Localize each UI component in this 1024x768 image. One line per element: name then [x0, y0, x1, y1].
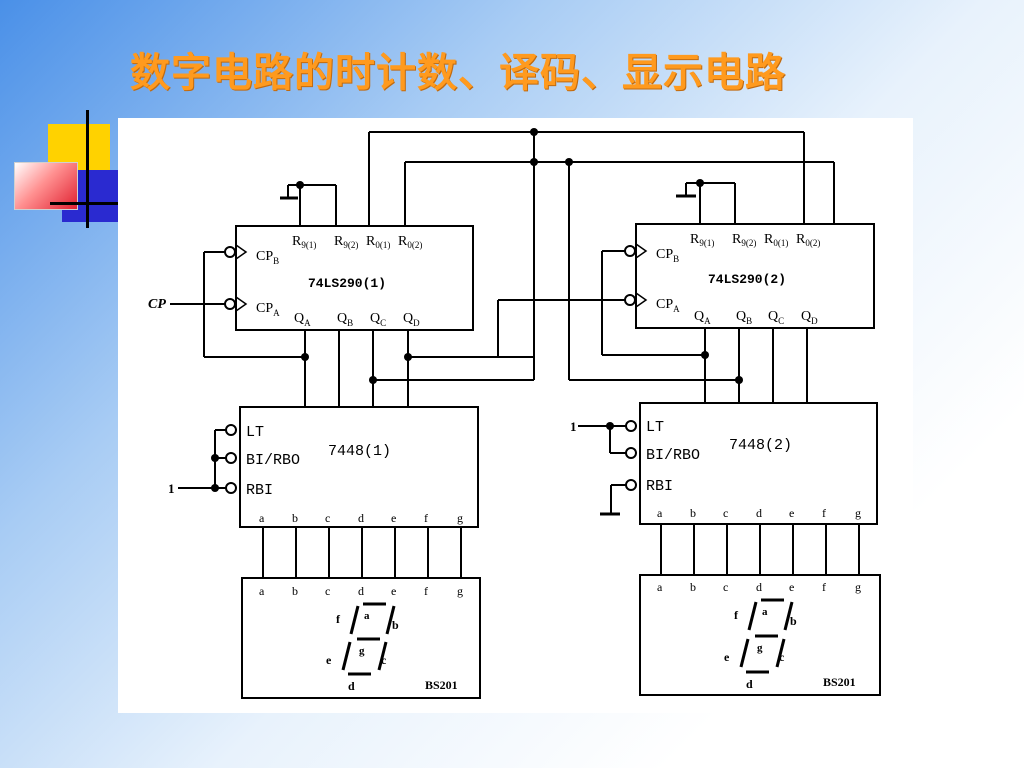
display1-pin-f: f — [424, 584, 428, 598]
decoder1-lt-label: LT — [246, 424, 264, 441]
decoder2-pin-g: g — [855, 506, 861, 520]
digit1-seg-d: d — [348, 679, 355, 693]
cp-input-label: CP — [148, 297, 166, 312]
counter1-name: 74LS290(1) — [308, 276, 386, 291]
display1-pin-a: a — [259, 584, 265, 598]
display2-pin-c: c — [723, 580, 728, 594]
decoder1-rbi-high: 1 — [168, 481, 175, 496]
display2-pin-e: e — [789, 580, 794, 594]
counter1-r91-label: R9(1) — [292, 234, 316, 250]
decoder1-name: 7448(1) — [328, 443, 391, 460]
counter1-qd-label: QD — [403, 311, 420, 328]
digit2-seg-g: g — [757, 642, 763, 654]
counter2-r02-label: R0(2) — [796, 232, 820, 248]
seven-seg-digit-1 — [341, 602, 396, 676]
decoder2-pin-d: d — [756, 506, 762, 520]
digit1-seg-c: c — [381, 653, 387, 667]
counter2-cpb-label: CPB — [656, 247, 679, 264]
counter2-chip — [635, 223, 875, 329]
counter1-qc-label: QC — [370, 311, 386, 328]
decoder2-rbi-label: RBI — [646, 478, 673, 495]
decoder2-pin-b: b — [690, 506, 696, 520]
display1-pin-b: b — [292, 584, 298, 598]
display2-name: BS201 — [823, 675, 856, 689]
display2-pin-g: g — [855, 580, 861, 594]
digit2-seg-b: b — [790, 614, 797, 628]
digit1-seg-a: a — [364, 610, 370, 622]
decoder1-pin-f: f — [424, 511, 428, 525]
digit2-seg-a: a — [762, 606, 768, 618]
decoder2-name: 7448(2) — [729, 437, 792, 454]
counter1-qa-label: QA — [294, 311, 311, 328]
circuit-diagram: CPB CPA R9(1) R9(2) R0(1) R0(2) 74LS290(… — [148, 128, 881, 699]
counter1-r01-label: R0(1) — [366, 234, 390, 250]
counter2-r91-label: R9(1) — [690, 232, 714, 248]
decoder2-bi-label: BI/RBO — [646, 447, 700, 464]
decoder1-chip — [239, 406, 479, 528]
counter1-chip — [235, 225, 474, 331]
decoder1-pin-d: d — [358, 511, 364, 525]
decoder1-rbi-label: RBI — [246, 482, 273, 499]
decoder2-pin-a: a — [657, 506, 663, 520]
counter2-qd-label: QD — [801, 309, 818, 326]
digit1-seg-f: f — [336, 612, 341, 626]
decoder1-pin-b: b — [292, 511, 298, 525]
display2-pin-f: f — [822, 580, 826, 594]
counter1-cpa-label: CPA — [256, 301, 280, 318]
decoder1-pin-e: e — [391, 511, 396, 525]
display2-pin-b: b — [690, 580, 696, 594]
display2-pin-d: d — [756, 580, 762, 594]
display1-name: BS201 — [425, 678, 458, 692]
decoder2-pin-c: c — [723, 506, 728, 520]
digit2-seg-f: f — [734, 608, 739, 622]
decoder2-chip — [639, 402, 878, 525]
deco-vertical-line — [86, 110, 89, 228]
decoder2-pin-e: e — [789, 506, 794, 520]
counter2-cpa-label: CPA — [656, 297, 680, 314]
counter2-qc-label: QC — [768, 309, 784, 326]
counter1-r02-label: R0(2) — [398, 234, 422, 250]
slide-title: 数字电路的时计数、译码、显示电路 — [130, 50, 786, 96]
decoder2-pin-f: f — [822, 506, 826, 520]
display2-pin-a: a — [657, 580, 663, 594]
display1-pin-e: e — [391, 584, 396, 598]
decoder1-pin-c: c — [325, 511, 330, 525]
display1-pin-d: d — [358, 584, 364, 598]
digit1-seg-e: e — [326, 653, 332, 667]
decoder2-lt-label: LT — [646, 419, 664, 436]
deco-horizontal-line — [50, 202, 118, 205]
decoder2-lt-high: 1 — [570, 419, 577, 434]
digit1-seg-b: b — [392, 618, 399, 632]
digit2-seg-d: d — [746, 677, 753, 691]
circuit-diagram-panel: CPB CPA R9(1) R9(2) R0(1) R0(2) 74LS290(… — [118, 118, 913, 713]
counter2-r01-label: R0(1) — [764, 232, 788, 248]
digit1-seg-g: g — [359, 645, 365, 657]
counter2-r92-label: R9(2) — [732, 232, 756, 248]
display1-pin-g: g — [457, 584, 463, 598]
seven-seg-digit-2 — [739, 598, 794, 674]
counter2-qb-label: QB — [736, 309, 752, 326]
decoder1-pin-a: a — [259, 511, 265, 525]
decoder1-pin-g: g — [457, 511, 463, 525]
counter1-r92-label: R9(2) — [334, 234, 358, 250]
digit2-seg-c: c — [779, 650, 785, 664]
digit2-seg-e: e — [724, 650, 730, 664]
counter2-name: 74LS290(2) — [708, 272, 786, 287]
display1-pin-c: c — [325, 584, 330, 598]
counter1-cpb-label: CPB — [256, 249, 279, 266]
counter1-qb-label: QB — [337, 311, 353, 328]
counter2-qa-label: QA — [694, 309, 711, 326]
decoder1-bi-label: BI/RBO — [246, 452, 300, 469]
